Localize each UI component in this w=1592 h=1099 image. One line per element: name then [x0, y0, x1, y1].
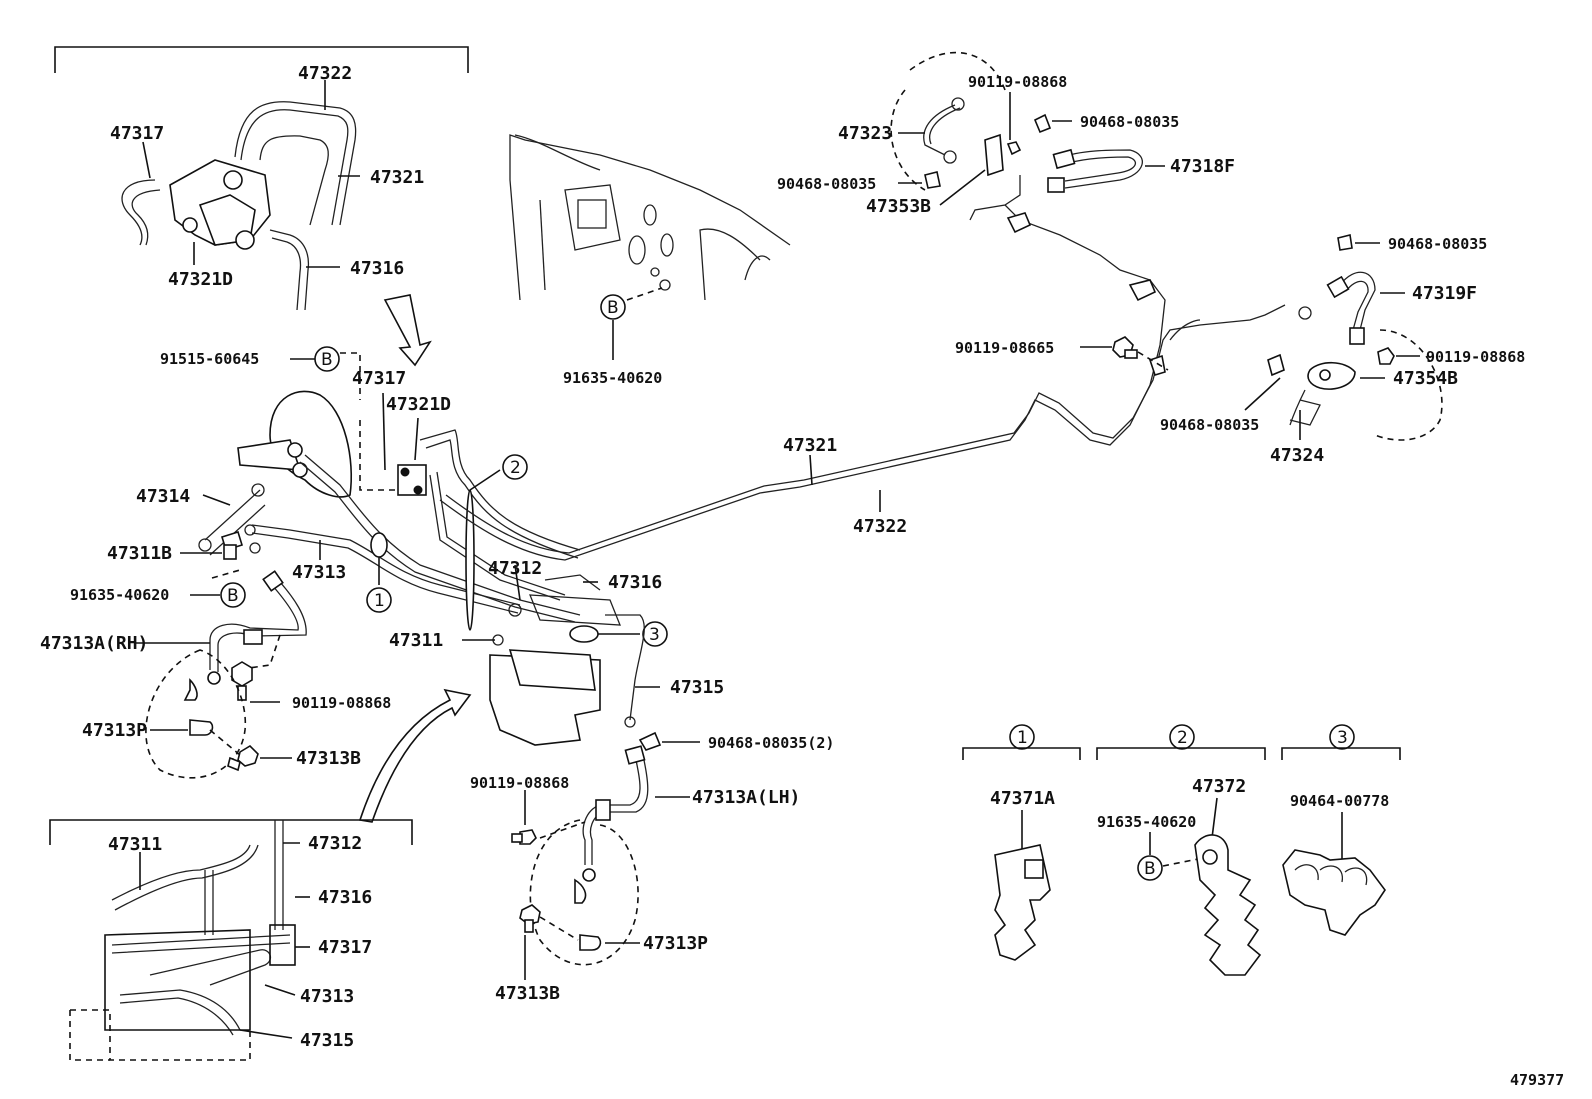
callout-b-91515-text: B	[321, 350, 333, 370]
main-brake-lines: 47321 47322	[439, 204, 1286, 561]
callout-b-body-text: B	[607, 298, 619, 318]
label-47313-inset: 47313	[300, 986, 354, 1007]
label-47313P-lh: 47313P	[643, 933, 708, 954]
label-90119-lh: 90119-08868	[470, 774, 569, 792]
label-47312-inset: 47312	[308, 833, 362, 854]
label-47322-top: 47322	[298, 63, 352, 84]
label-47314: 47314	[136, 486, 190, 507]
clamp-1-callout: 1	[1017, 728, 1028, 748]
label-47321-main: 47321	[783, 435, 837, 456]
label-47321D-top: 47321D	[168, 269, 233, 290]
label-47315-mid: 47315	[670, 677, 724, 698]
top-left-inset: 47322 47317 47321 47316 47321D	[54, 46, 469, 367]
direction-arrow-down	[383, 294, 432, 367]
label-47321-top: 47321	[370, 167, 424, 188]
label-47371A: 47371A	[990, 788, 1055, 809]
clamp-group-2: 2 47372 91635-40620 B	[1096, 724, 1266, 976]
label-90468-rt2: 90468-08035	[777, 175, 876, 193]
clamp-2-callout: 2	[1177, 728, 1188, 748]
label-47317-inset: 47317	[318, 937, 372, 958]
label-47313: 47313	[292, 562, 346, 583]
label-47311-mid: 47311	[389, 630, 443, 651]
body-panel: B 91635-40620	[509, 134, 791, 387]
label-90468-2: 90468-08035(2)	[708, 734, 834, 752]
callout-3	[642, 621, 668, 647]
diagram-number: 479377	[1510, 1071, 1564, 1089]
callout-2	[502, 454, 528, 480]
label-47316-inset: 47316	[318, 887, 372, 908]
callout-b-91515	[314, 346, 340, 372]
callout-1-text: 1	[374, 591, 385, 611]
label-91635-body: 91635-40620	[563, 369, 662, 387]
callout-b-left-text: B	[227, 586, 239, 606]
label-90468-rt4: 90468-08035	[1160, 416, 1259, 434]
callout-3-text: 3	[649, 625, 660, 645]
clamp-group-1: 1 47371A	[962, 724, 1081, 961]
rear-left-detail: 47323 90119-08868 90468-08035 47318F 904…	[777, 51, 1235, 221]
direction-arrow-curved	[358, 688, 472, 823]
label-47318F: 47318F	[1170, 156, 1235, 177]
label-47313A-LH: 47313A(LH)	[692, 787, 800, 808]
label-47313B-left: 47313B	[296, 748, 361, 769]
label-47321D-mid: 47321D	[386, 394, 451, 415]
rear-right-detail: 90468-08035 47319F 90119-08665 90119-088…	[955, 234, 1525, 466]
callout-b-clamp-text: B	[1144, 859, 1156, 879]
main-assembly: B 91515-60645 47317 47321D 47314 47311B	[70, 346, 834, 823]
label-90119-rt3: 90119-08868	[1426, 348, 1525, 366]
label-91515: 91515-60645	[160, 350, 259, 368]
callout-2-text: 2	[510, 458, 521, 478]
label-47317-mid: 47317	[352, 368, 406, 389]
label-91635-clamp: 91635-40620	[1097, 813, 1196, 831]
label-47315-inset: 47315	[300, 1030, 354, 1051]
bottom-left-inset: 47311 47312 47316 47317 47313 47315	[49, 819, 413, 1061]
label-90119-rt2: 90119-08665	[955, 339, 1054, 357]
label-90468-rt3: 90468-08035	[1388, 235, 1487, 253]
label-47311-inset: 47311	[108, 834, 162, 855]
label-47323: 47323	[838, 123, 892, 144]
label-47311B: 47311B	[107, 543, 172, 564]
front-rh-hose: 47313A(RH) 90119-08868 47313P 47313B	[40, 570, 391, 779]
label-47319F: 47319F	[1412, 283, 1477, 304]
label-47372: 47372	[1192, 776, 1246, 797]
callout-1	[366, 587, 392, 613]
label-47313B-lh: 47313B	[495, 983, 560, 1004]
front-lh-hose: 47313A(LH) 90119-08868 47313P 47313B	[470, 745, 800, 1004]
label-47354B: 47354B	[1393, 368, 1458, 389]
label-47322-main: 47322	[853, 516, 907, 537]
label-90119-rt1: 90119-08868	[968, 73, 1067, 91]
label-47312-mid: 47312	[488, 558, 542, 579]
callout-b-left	[220, 582, 246, 608]
label-90119-left: 90119-08868	[292, 694, 391, 712]
label-47317-top: 47317	[110, 123, 164, 144]
label-47353B: 47353B	[866, 196, 931, 217]
clamp-group-3: 3 90464-00778	[1281, 724, 1401, 936]
label-90468-rt1: 90468-08035	[1080, 113, 1179, 131]
label-47324: 47324	[1270, 445, 1324, 466]
label-90464: 90464-00778	[1290, 792, 1389, 810]
label-47313A-RH: 47313A(RH)	[40, 633, 148, 654]
callout-b-body	[600, 294, 626, 320]
label-47316-top: 47316	[350, 258, 404, 279]
callout-b-clamp	[1137, 855, 1163, 881]
label-47316-mid: 47316	[608, 572, 662, 593]
label-47313P-left: 47313P	[82, 720, 147, 741]
clamp-3-callout: 3	[1337, 728, 1348, 748]
label-91635-left: 91635-40620	[70, 586, 169, 604]
